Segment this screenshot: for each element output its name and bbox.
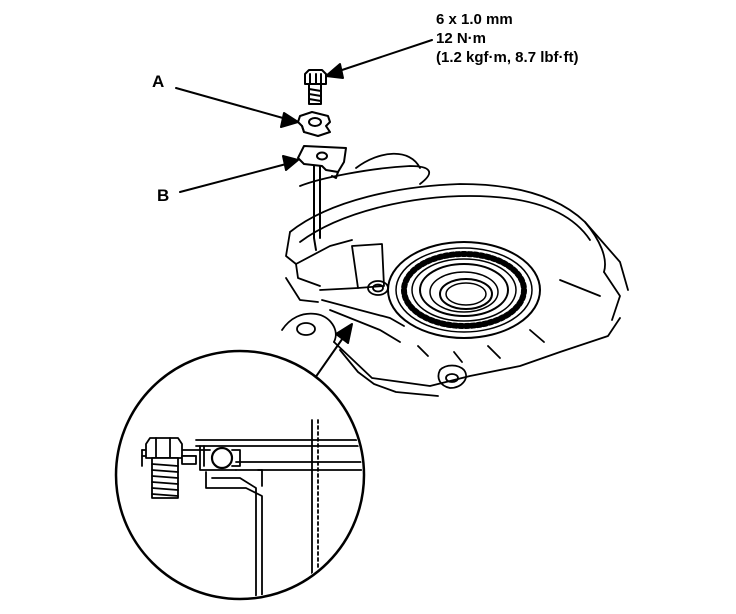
torque-nm-label: 12 N·m xyxy=(436,30,487,47)
callout-b: B xyxy=(157,186,170,205)
arrowhead-spec xyxy=(325,63,344,79)
leader-b-to-bracket xyxy=(179,162,291,193)
transmission-housing xyxy=(281,152,629,397)
detail-view xyxy=(114,349,366,601)
callout-a: A xyxy=(152,72,165,91)
arrowhead-detail xyxy=(335,323,353,344)
bracket-b xyxy=(297,145,347,251)
torque-alt-label: (1.2 kgf·m, 8.7 lbf·ft) xyxy=(436,49,579,66)
bolt xyxy=(304,69,327,105)
bearing xyxy=(387,241,541,339)
bolt-size-label: 6 x 1.0 mm xyxy=(436,11,513,28)
torque-spec: 6 x 1.0 mm 12 N·m (1.2 kgf·m, 8.7 lbf·ft… xyxy=(436,10,579,67)
detail-bolt xyxy=(145,437,197,499)
leader-arrows xyxy=(175,39,433,389)
lock-plate-a xyxy=(297,111,331,137)
arrowhead-a xyxy=(280,112,299,128)
arrowhead-b xyxy=(282,155,299,171)
leader-a-to-washer xyxy=(175,87,291,121)
leader-spec-to-bolt xyxy=(335,39,433,73)
